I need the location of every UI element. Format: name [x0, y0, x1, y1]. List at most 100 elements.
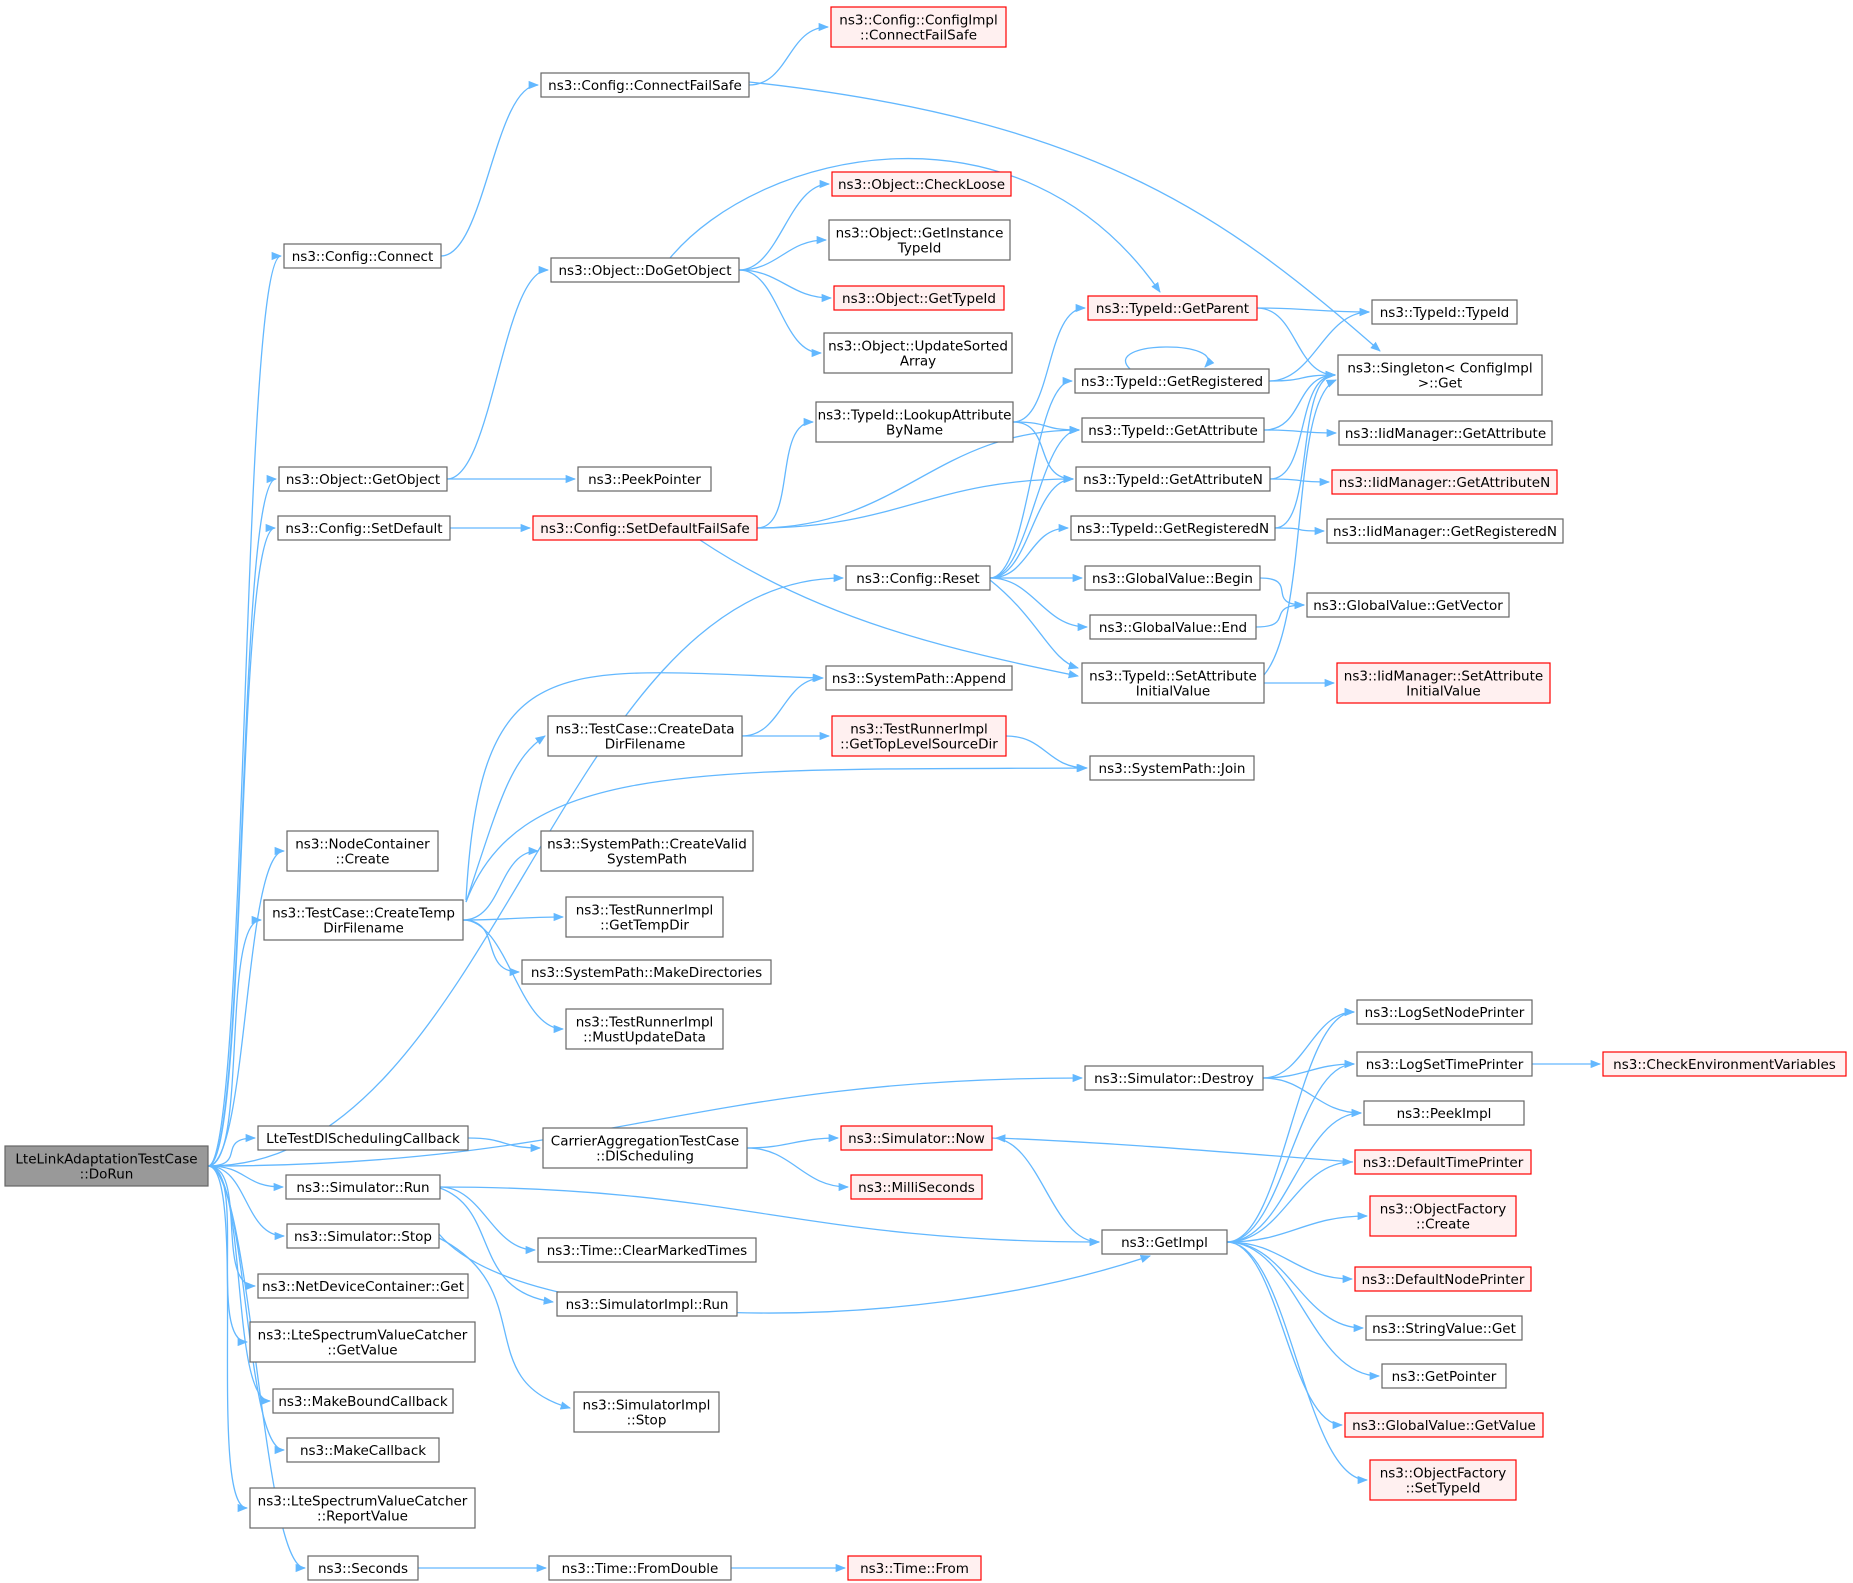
function-node[interactable]: ns3::DefaultTimePrinter — [1354, 1149, 1532, 1175]
call-edge — [748, 22, 830, 86]
call-edge — [989, 577, 1089, 632]
function-node[interactable]: ns3::IidManager::GetAttribute — [1338, 420, 1553, 446]
function-node[interactable]: ns3::GlobalValue::GetVector — [1306, 592, 1510, 618]
function-node[interactable]: ns3::GlobalValue::End — [1089, 614, 1257, 640]
function-node-label: ns3::SystemPath::CreateValid — [547, 837, 747, 853]
function-node[interactable]: ns3::SimulatorImpl::Run — [556, 1291, 738, 1317]
function-node[interactable]: ns3::IidManager::GetRegisteredN — [1326, 518, 1564, 544]
function-node[interactable]: ns3::TypeId::GetAttributeN — [1075, 466, 1271, 492]
function-node[interactable]: ns3::PeekImpl — [1363, 1100, 1525, 1126]
function-node[interactable]: ns3::GetPointer — [1381, 1363, 1507, 1389]
function-node-label: ns3::LogSetNodePrinter — [1365, 1005, 1525, 1021]
function-node[interactable]: ns3::Config::Connect — [283, 243, 442, 269]
function-node[interactable]: ns3::SystemPath::Append — [825, 665, 1013, 691]
function-node-label: Array — [900, 354, 936, 370]
call-edge — [1226, 1241, 1381, 1381]
function-node[interactable]: ns3::MakeBoundCallback — [272, 1388, 454, 1414]
function-node-label: LteLinkAdaptationTestCase — [15, 1152, 197, 1168]
function-node-label: ns3::TestCase::CreateTemp — [272, 906, 455, 922]
function-node[interactable]: ns3::StringValue::Get — [1365, 1315, 1523, 1341]
function-node[interactable]: ns3::ObjectFactory::SetTypeId — [1369, 1459, 1517, 1501]
function-node[interactable]: ns3::Config::SetDefaultFailSafe — [532, 515, 758, 541]
function-node-box — [277, 515, 451, 541]
function-node[interactable]: ns3::LogSetTimePrinter — [1356, 1051, 1533, 1077]
function-node-box — [540, 72, 750, 98]
function-node[interactable]: ns3::TestRunnerImpl::GetTopLevelSourceDi… — [831, 715, 1007, 757]
call-edge — [1125, 346, 1215, 370]
function-node[interactable]: ns3::TestRunnerImpl::GetTempDir — [565, 896, 724, 938]
function-node[interactable]: ns3::Config::SetDefault — [277, 515, 451, 541]
function-node[interactable]: ns3::Simulator::Stop — [286, 1223, 440, 1249]
function-node-label: ns3::TypeId::LookupAttribute — [818, 408, 1012, 424]
function-node[interactable]: ns3::Time::ClearMarkedTimes — [537, 1237, 757, 1263]
function-node-label: ns3::Seconds — [318, 1561, 408, 1577]
function-node[interactable]: ns3::Simulator::Destroy — [1084, 1065, 1264, 1091]
call-edge — [989, 376, 1074, 579]
function-node[interactable]: ns3::Config::ConnectFailSafe — [540, 72, 750, 98]
function-node[interactable]: ns3::Time::FromDouble — [548, 1555, 732, 1581]
function-node[interactable]: ns3::Object::GetObject — [278, 466, 448, 492]
function-node[interactable]: ns3::MilliSeconds — [850, 1174, 983, 1200]
function-node[interactable]: ns3::IidManager::SetAttributeInitialValu… — [1336, 662, 1551, 704]
call-edge — [1256, 307, 1337, 380]
function-node[interactable]: ns3::DefaultNodePrinter — [1354, 1266, 1532, 1292]
function-node[interactable]: ns3::TypeId::GetAttribute — [1081, 417, 1265, 443]
function-node[interactable]: ns3::MakeCallback — [286, 1437, 440, 1463]
function-node[interactable]: ns3::CheckEnvironmentVariables — [1602, 1051, 1847, 1077]
call-edge — [439, 1186, 537, 1255]
function-node[interactable]: ns3::SystemPath::Join — [1089, 755, 1255, 781]
function-node[interactable]: ns3::GetImpl — [1101, 1229, 1228, 1255]
call-edge — [207, 523, 277, 1167]
function-node-box — [249, 1487, 476, 1529]
call-edge — [738, 179, 831, 271]
function-node[interactable]: ns3::LteSpectrumValueCatcher::ReportValu… — [249, 1487, 476, 1529]
function-node[interactable]: ns3::Simulator::Run — [285, 1174, 441, 1200]
function-node-box — [833, 285, 1005, 311]
function-node[interactable]: ns3::LteSpectrumValueCatcher::GetValue — [249, 1321, 476, 1363]
function-node[interactable]: ns3::NodeContainer::Create — [286, 830, 439, 872]
function-node[interactable]: ns3::Config::ConfigImpl::ConnectFailSafe — [830, 6, 1007, 48]
function-node[interactable]: ns3::Seconds — [307, 1555, 419, 1581]
function-node[interactable]: ns3::LogSetNodePrinter — [1356, 999, 1533, 1025]
function-node-label: ns3::TypeId::GetAttributeN — [1083, 472, 1263, 488]
function-node[interactable]: ns3::Config::Reset — [845, 565, 991, 591]
function-node[interactable]: ns3::TypeId::GetParent — [1087, 295, 1258, 321]
call-edge — [1263, 370, 1337, 431]
call-edge — [207, 1165, 257, 1291]
function-node-box — [540, 830, 754, 872]
function-node[interactable]: CarrierAggregationTestCase::DlScheduling — [542, 1127, 748, 1169]
function-node[interactable]: ns3::Object::DoGetObject — [550, 257, 740, 283]
function-node[interactable]: ns3::NetDeviceContainer::Get — [257, 1273, 469, 1299]
function-node[interactable]: ns3::Simulator::Now — [840, 1125, 993, 1151]
function-node-label: ns3::SystemPath::Append — [832, 671, 1006, 687]
function-node-label: ns3::SimulatorImpl — [583, 1398, 711, 1414]
function-node[interactable]: ns3::IidManager::GetAttributeN — [1331, 469, 1558, 495]
function-node[interactable]: ns3::ObjectFactory::Create — [1369, 1195, 1517, 1237]
function-node-box — [1081, 662, 1265, 704]
function-node-label: ns3::TestRunnerImpl — [576, 903, 714, 919]
function-node-box — [1369, 1195, 1517, 1237]
function-node-box — [831, 715, 1007, 757]
function-node[interactable]: ns3::GlobalValue::Begin — [1084, 565, 1261, 591]
function-node[interactable]: ns3::Object::GetTypeId — [833, 285, 1005, 311]
function-node[interactable]: ns3::TypeId::TypeId — [1371, 299, 1518, 325]
function-node[interactable]: ns3::TestRunnerImpl::MustUpdateData — [565, 1008, 724, 1050]
function-node[interactable]: ns3::Singleton< ConfigImpl >::Get — [1337, 354, 1543, 396]
function-node[interactable]: ns3::TypeId::GetRegistered — [1074, 368, 1270, 394]
function-node-box — [283, 243, 442, 269]
function-node[interactable]: ns3::TypeId::GetRegisteredN — [1070, 515, 1276, 541]
function-node[interactable]: LteTestDlSchedulingCallback — [257, 1125, 469, 1151]
function-node[interactable]: ns3::Time::From — [847, 1555, 982, 1581]
function-node[interactable]: ns3::SystemPath::MakeDirectories — [521, 959, 772, 985]
function-node[interactable]: ns3::GlobalValue::GetValue — [1344, 1412, 1544, 1438]
function-node[interactable]: ns3::SimulatorImpl::Stop — [573, 1391, 720, 1433]
function-node[interactable]: ns3::PeekPointer — [577, 466, 712, 492]
function-node[interactable]: ns3::Object::CheckLoose — [831, 171, 1012, 197]
